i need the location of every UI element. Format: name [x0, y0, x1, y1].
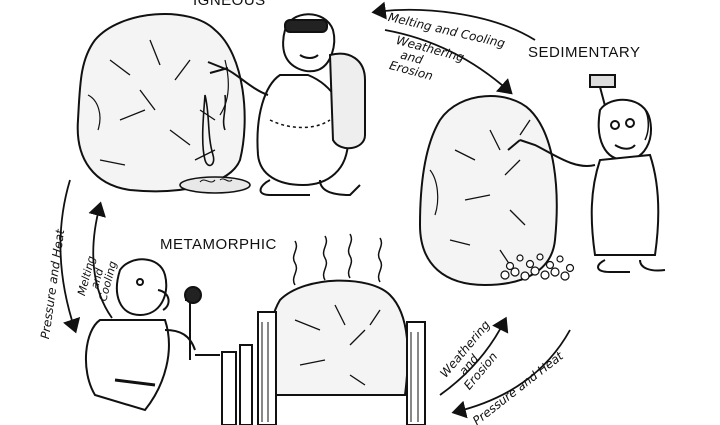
sedimentary-pebbles — [500, 253, 575, 281]
arrow-melting-cooling-top — [371, 1, 536, 41]
metamorphic-rock — [267, 279, 409, 396]
sedimentary-worker — [507, 74, 666, 273]
igneous-rock — [76, 13, 246, 193]
sedimentary-rock — [418, 95, 558, 287]
cycle-arrows — [59, 1, 571, 419]
metamorphic-worker — [84, 258, 220, 412]
arrow-melting-left — [88, 201, 113, 319]
arrow-weathering-bottom — [439, 316, 509, 396]
igneous-lava-drip — [179, 94, 251, 194]
metamorphic-press — [221, 311, 426, 425]
arrow-weathering-top — [384, 29, 513, 95]
stage-label-igneous: IGNEOUS — [193, 0, 266, 9]
arrow-pressure-bottom — [451, 329, 571, 419]
stage-label-sedimentary: SEDIMENTARY — [528, 44, 641, 61]
igneous-worker — [207, 13, 366, 197]
metamorphic-heat-waves — [292, 233, 383, 286]
arrow-pressure-left — [59, 179, 81, 334]
stage-label-metamorphic: METAMORPHIC — [160, 236, 277, 253]
